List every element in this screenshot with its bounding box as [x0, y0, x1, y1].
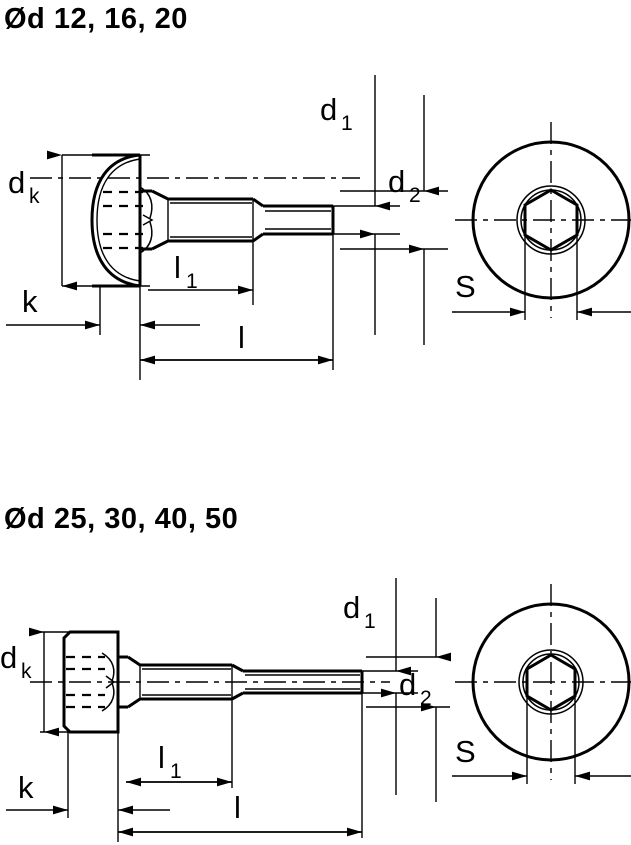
section-title-2: Ød 25, 30, 40, 50: [4, 503, 239, 535]
socket-depth-curve-upper: [139, 186, 153, 219]
socket-depth-curve-lower: [139, 221, 153, 254]
dim-sub-d1: 1: [364, 610, 376, 633]
dim-label-l1: l: [158, 740, 165, 775]
dim-sub-l1: 1: [170, 760, 182, 783]
socket-vee-mark: [105, 675, 116, 689]
dim-label-s: S: [455, 734, 476, 769]
dim-label-l: l: [238, 320, 245, 355]
dim-label-dk: d: [8, 165, 25, 200]
socket-depth-curve-lower: [101, 682, 115, 712]
drawing-1-canvas: d 1 d 2 d k k l 1 l: [6, 75, 631, 380]
neck-cone-bottom: [127, 697, 141, 709]
drawing-button-head: d 1 d 2 d k k l 1 l: [0, 60, 631, 390]
neck-cone-top: [127, 655, 141, 667]
socket-vee-mark: [142, 214, 154, 226]
screw-body: [118, 655, 364, 709]
head-dome-profile: [90, 153, 141, 288]
neck-cone-bottom: [151, 239, 169, 251]
section-title-1: Ød 12, 16, 20: [4, 3, 188, 35]
shoulder-to-thread-step-bottom: [252, 232, 264, 243]
dim-sub-l1: 1: [186, 270, 198, 293]
shoulder-to-thread-step-top: [252, 197, 264, 208]
dim-sub-dk: k: [21, 660, 32, 683]
neck-cone-top: [151, 189, 169, 201]
dim-label-k: k: [18, 770, 34, 805]
screw-body: [140, 189, 335, 251]
head-inner-contour: [96, 158, 141, 282]
shoulder-to-thread-step-bottom: [231, 691, 244, 701]
dim-label-d1: d: [343, 590, 360, 625]
socket-depth-curve-upper: [101, 652, 115, 682]
dim-sub-d1: 1: [341, 112, 353, 135]
drawing-2-canvas: d 1 d 2 d k k l 1 l: [0, 578, 631, 842]
dim-label-dk: d: [0, 640, 17, 675]
dim-label-d1: d: [320, 92, 337, 127]
dim-label-s: S: [455, 269, 476, 304]
dim-label-k: k: [22, 284, 38, 319]
end-view-2: S: [452, 584, 631, 784]
shoulder-to-thread-step-top: [231, 663, 244, 673]
end-view-1: S: [452, 122, 631, 320]
dim-sub-d2: 2: [420, 687, 432, 710]
drawing-cylindrical-head: d 1 d 2 d k k l 1 l: [0, 570, 631, 845]
dim-label-d2: d: [399, 667, 416, 702]
dim-sub-d2: 2: [409, 184, 421, 207]
dim-sub-dk: k: [29, 185, 40, 208]
dim-label-d2: d: [388, 164, 405, 199]
dim-label-l: l: [234, 790, 241, 825]
dim-label-l1: l: [174, 250, 181, 285]
